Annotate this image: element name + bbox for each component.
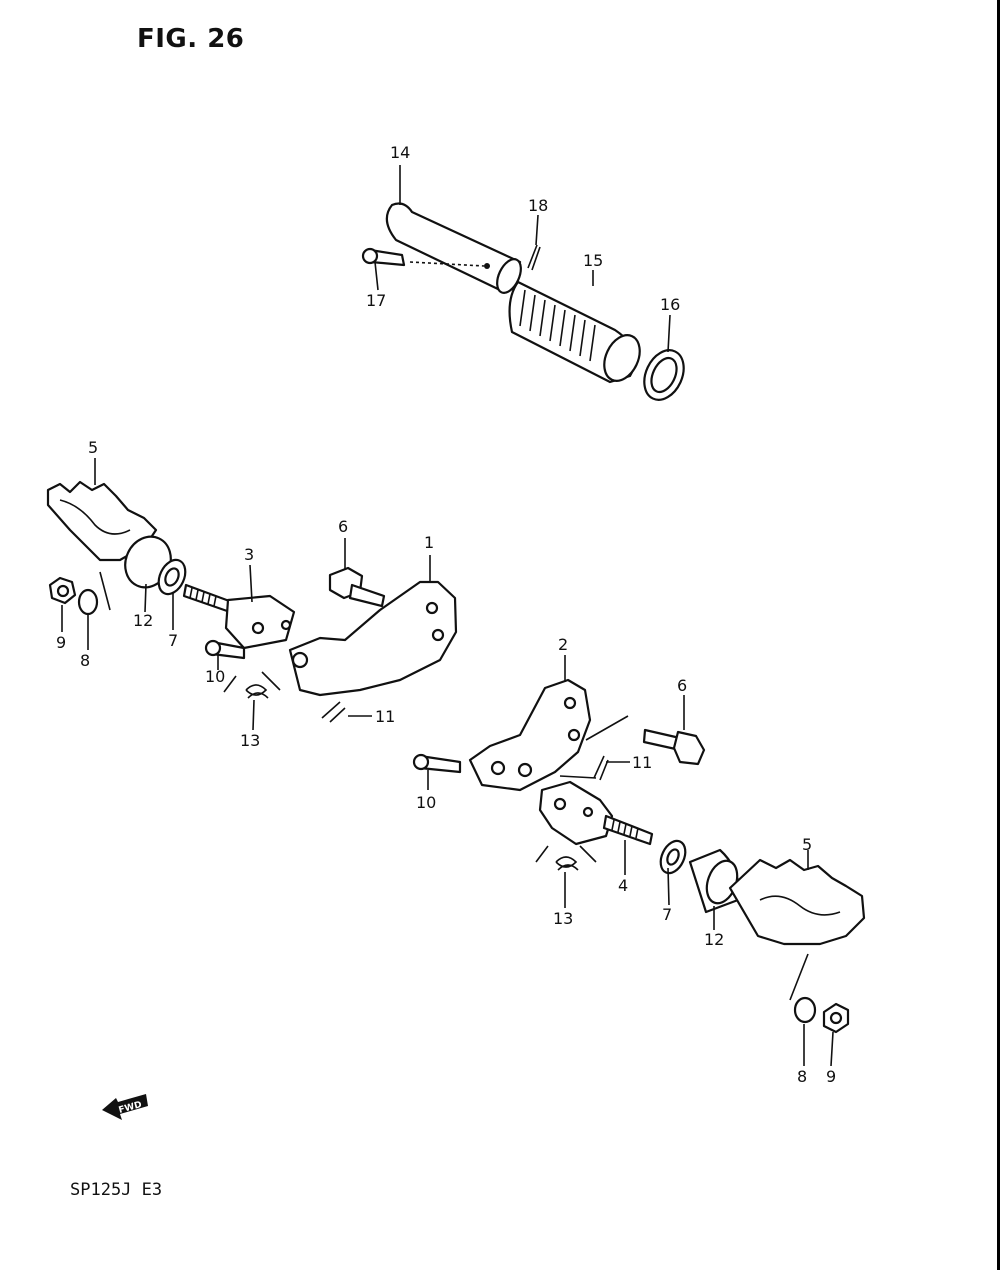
callout-5: 5	[88, 438, 98, 457]
callout-16: 16	[660, 295, 680, 314]
callout-11: 11	[375, 707, 395, 726]
spring-left	[223, 671, 281, 699]
model-code: SP125J E3	[70, 1180, 163, 1200]
bracket-clevis-right	[538, 780, 614, 846]
bracket-clevis-left	[224, 594, 296, 650]
footrest-rubber	[508, 280, 641, 384]
callout-10b: 10	[416, 793, 436, 812]
cotter-pin	[527, 244, 541, 271]
pillion-shaft	[385, 202, 522, 294]
page-edge	[997, 0, 1000, 1270]
callout-13b: 13	[553, 909, 573, 928]
washer-left	[157, 558, 187, 596]
callout-14: 14	[390, 143, 410, 162]
callout-7: 7	[168, 631, 178, 650]
callout-12b: 12	[704, 930, 724, 949]
footrest-bracket-right	[468, 678, 629, 792]
figure-title: FIG. 26	[137, 24, 245, 54]
callout-15: 15	[583, 251, 603, 270]
callout-10: 10	[205, 667, 225, 686]
bolt-6-left	[328, 566, 386, 608]
callout-7b: 7	[662, 905, 672, 924]
cotter-left	[321, 701, 346, 723]
callout-9: 9	[56, 633, 66, 652]
callout-8b: 8	[797, 1067, 807, 1086]
fwd-arrow-icon: FWD	[102, 1094, 148, 1120]
footrest-peg-right	[728, 858, 866, 1001]
pivot-bolt-right	[602, 814, 654, 846]
washer-small-left	[77, 588, 99, 616]
washer-right	[659, 839, 687, 875]
callout-5b: 5	[802, 835, 812, 854]
callout-6: 6	[338, 517, 348, 536]
clevis-pin	[361, 247, 485, 267]
callout-11b: 11	[632, 753, 652, 772]
cotter-right	[593, 755, 609, 781]
callout-3: 3	[244, 545, 254, 564]
bolt-6-right	[642, 728, 706, 766]
pin-left	[204, 639, 246, 660]
callout-9b: 9	[826, 1067, 836, 1086]
pin-right	[412, 753, 462, 774]
nut-left	[48, 576, 77, 605]
nut-right	[822, 1002, 850, 1034]
callout-1: 1	[424, 533, 434, 552]
spring-right	[535, 845, 597, 871]
callout-17: 17	[366, 291, 386, 310]
callout-2: 2	[558, 635, 568, 654]
washer-small-right	[793, 996, 817, 1024]
callout-12: 12	[133, 611, 153, 630]
pivot-bolt-left	[182, 583, 234, 614]
callout-18: 18	[528, 196, 548, 215]
washer	[643, 349, 685, 401]
footrest-bracket-left	[288, 580, 458, 697]
callout-4: 4	[618, 876, 628, 895]
callout-labels: 14 18 15 17 16 5 6 1 3 9 8 12 7 10 13 11…	[56, 143, 836, 1086]
footrest-peg-left	[46, 480, 172, 611]
callout-8: 8	[80, 651, 90, 670]
collar-right	[688, 848, 740, 914]
callout-6b: 6	[677, 676, 687, 695]
leader-lines	[61, 165, 834, 1067]
callout-13: 13	[240, 731, 260, 750]
